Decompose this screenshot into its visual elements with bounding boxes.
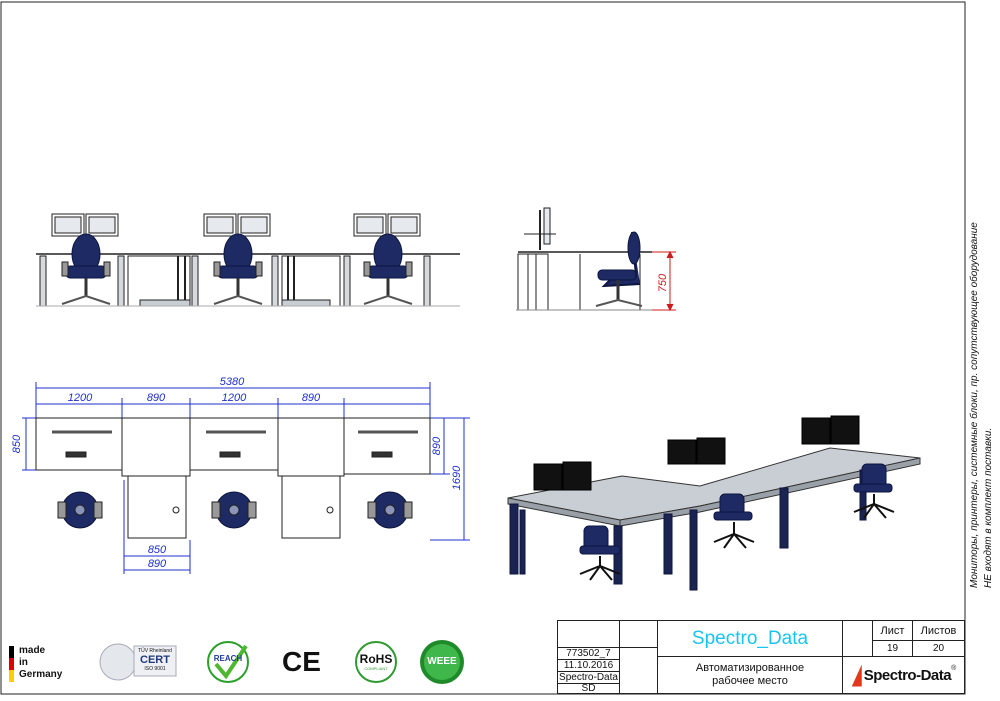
certification-logos — [9, 640, 464, 684]
tb-empty-1 — [558, 621, 620, 648]
side-note-line-2: НЕ входят в комплект поставки. — [983, 427, 994, 588]
tb-empty-4 — [843, 621, 873, 657]
tb-empty-2 — [620, 621, 658, 648]
front-workstation-1 — [39, 213, 125, 307]
sheets-value: 20 — [913, 641, 965, 657]
dim-890-right: 890 — [431, 436, 443, 455]
plan-corner-2 — [277, 417, 345, 477]
front-cabinet-1 — [127, 255, 191, 307]
ce-mark: CE — [282, 646, 321, 677]
tb-empty-3 — [620, 648, 658, 694]
title-block: 773502_7 11.10.2016 Spectro-Data SD Spec… — [557, 620, 965, 694]
sheet-label: Лист — [873, 621, 913, 641]
dim-890-bottom: 890 — [148, 558, 167, 570]
front-cabinet-2 — [281, 255, 341, 307]
plan-chair-3 — [367, 491, 413, 529]
brand-registered-mark: ® — [951, 665, 957, 672]
doc-company: Spectro-Data — [558, 672, 620, 684]
front-workstation-2 — [191, 213, 279, 307]
dim-1200-b: 1200 — [222, 392, 247, 404]
brand-logo-swatch — [851, 664, 862, 687]
isometric-view — [507, 415, 921, 591]
dim-750: 750 — [657, 273, 669, 292]
plan-desk-2 — [189, 417, 279, 471]
tuv-top: TÜV Rheinland — [138, 648, 172, 654]
flag-black — [9, 646, 14, 658]
plan-cabinet-1 — [127, 475, 187, 539]
plan-view — [22, 382, 470, 574]
dim-1200-a: 1200 — [68, 392, 93, 404]
plan-desk-1 — [35, 417, 123, 471]
side-elevation — [516, 207, 676, 312]
front-elevation — [36, 213, 460, 307]
reach-label: REACH — [213, 654, 243, 663]
made-line-1: made — [19, 645, 46, 656]
rohs-sub: COMPLIANT — [364, 666, 388, 671]
doc-date: 11.10.2016 — [558, 660, 620, 672]
tuv-cert: CERT — [140, 654, 170, 666]
front-workstation-3 — [343, 213, 431, 307]
flag-red — [9, 658, 14, 670]
rohs-icon — [355, 641, 397, 683]
sheet-value: 19 — [873, 641, 913, 657]
dim-5380: 5380 — [220, 376, 245, 388]
brand-logo: Spectro-Data ® — [843, 657, 965, 694]
made-line-3: Germany — [19, 669, 63, 680]
plan-corner-1 — [121, 417, 191, 477]
brand-name: Spectro-Data — [863, 667, 952, 684]
reach-icon — [207, 641, 249, 683]
rohs-label: RoHS COMPLIANT — [356, 652, 396, 671]
sheets-label: Листов — [913, 621, 965, 641]
plan-chair-1 — [57, 491, 103, 529]
tuv-cert-badge — [133, 645, 177, 677]
sheet-frame — [0, 1, 966, 695]
tuv-label: TÜV Rheinland CERT ISO 9001 — [135, 647, 175, 674]
flag-gold — [9, 670, 14, 682]
doc-number: 773502_7 — [558, 648, 620, 660]
side-note: Мониторы, принтеры, системные блоки, пр.… — [968, 188, 996, 588]
project-description: Автоматизированное рабочее место — [658, 657, 843, 694]
rohs-text: RoHS — [359, 652, 393, 666]
weee-label: WEEE — [427, 656, 457, 667]
plan-chair-2 — [211, 491, 257, 529]
made-in-germany: made in Germany — [19, 645, 62, 681]
side-note-line-1: Мониторы, принтеры, системные блоки, пр.… — [969, 222, 980, 588]
tuv-seal-icon — [99, 643, 137, 681]
dim-890-b: 890 — [302, 392, 321, 404]
dim-850-bottom: 850 — [148, 544, 167, 556]
made-line-2: in — [19, 657, 28, 668]
project-title: Spectro_Data — [658, 621, 843, 657]
doc-code: SD — [558, 684, 620, 694]
dim-890-a: 890 — [147, 392, 166, 404]
dim-850-left: 850 — [11, 434, 23, 453]
plan-desk-3 — [343, 417, 431, 475]
tuv-iso: ISO 9001 — [144, 666, 166, 672]
dim-1690-right: 1690 — [451, 465, 463, 490]
